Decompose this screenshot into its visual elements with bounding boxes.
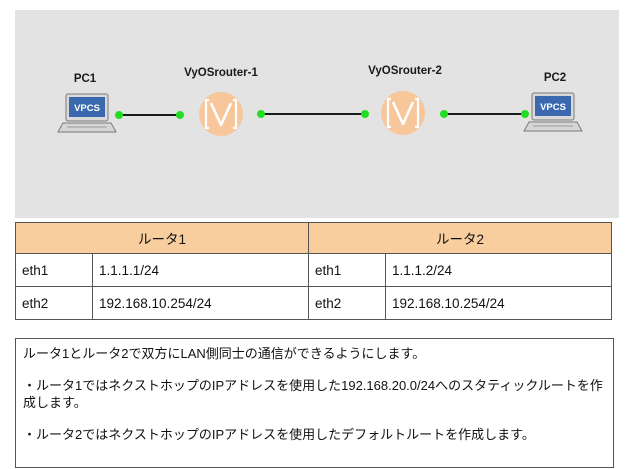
table-cell-address: 1.1.1.2/24	[385, 253, 612, 287]
topology-canvas: VPCS PC1 VyOSrouter-1 VyO	[57, 65, 583, 136]
pc2-node[interactable]: VPCS PC2	[523, 72, 583, 132]
table-header-row: ルータ1 ルータ2	[15, 222, 612, 254]
port-indicator	[257, 110, 265, 118]
port-indicator	[521, 110, 529, 118]
vpcs-computer-icon: VPCS	[523, 92, 583, 132]
r2-label: VyOSrouter-2	[368, 65, 442, 77]
table-cell-address: 192.168.10.254/24	[385, 286, 612, 320]
task-description-box: ルータ1とルータ2で双方にLAN側同士の通信ができるようにします。 ・ルータ1で…	[15, 338, 614, 468]
table-cell-interface: eth1	[15, 253, 93, 287]
pc1-node[interactable]: VPCS PC1	[57, 73, 117, 133]
vyos-router-icon	[381, 91, 425, 135]
r1-label: VyOSrouter-1	[184, 67, 258, 79]
table-cell-address: 1.1.1.1/24	[92, 253, 309, 287]
table-cell-interface: eth2	[15, 286, 93, 320]
router1-header: ルータ1	[15, 222, 309, 254]
table-row: eth1 1.1.1.1/24 eth1 1.1.1.2/24	[15, 253, 612, 287]
topology-diagram: VPCS PC1 VyOSrouter-1 VyO	[15, 10, 619, 218]
router-address-table: ルータ1 ルータ2 eth1 1.1.1.1/24 eth1 1.1.1.2/2…	[15, 222, 612, 320]
table-row: eth2 192.168.10.254/24 eth2 192.168.10.2…	[15, 286, 612, 320]
vpcs-icon-label: VPCS	[540, 102, 566, 113]
vpcs-icon-label: VPCS	[74, 103, 100, 114]
pc1-label: PC1	[74, 73, 97, 85]
table-cell-interface: eth2	[308, 286, 386, 320]
r2-node[interactable]: VyOSrouter-2	[368, 65, 442, 135]
pc2-label: PC2	[544, 72, 566, 84]
table-cell-address: 192.168.10.254/24	[92, 286, 309, 320]
port-indicator	[440, 110, 448, 118]
description-line: ・ルータ2ではネクストホップのIPアドレスを使用したデフォルトルートを作成します…	[23, 427, 535, 442]
table-cell-interface: eth1	[308, 253, 386, 287]
description-line: ・ルータ1ではネクストホップのIPアドレスを使用した192.168.20.0/2…	[23, 378, 603, 393]
vpcs-computer-icon: VPCS	[57, 93, 117, 133]
description-line: 成します。	[23, 395, 87, 410]
vyos-router-icon	[199, 92, 243, 136]
port-indicator	[361, 110, 369, 118]
r1-node[interactable]: VyOSrouter-1	[184, 67, 258, 136]
port-indicator	[115, 111, 123, 119]
router2-header: ルータ2	[308, 222, 612, 254]
port-indicator	[176, 111, 184, 119]
description-line: ルータ1とルータ2で双方にLAN側同士の通信ができるようにします。	[23, 346, 426, 361]
